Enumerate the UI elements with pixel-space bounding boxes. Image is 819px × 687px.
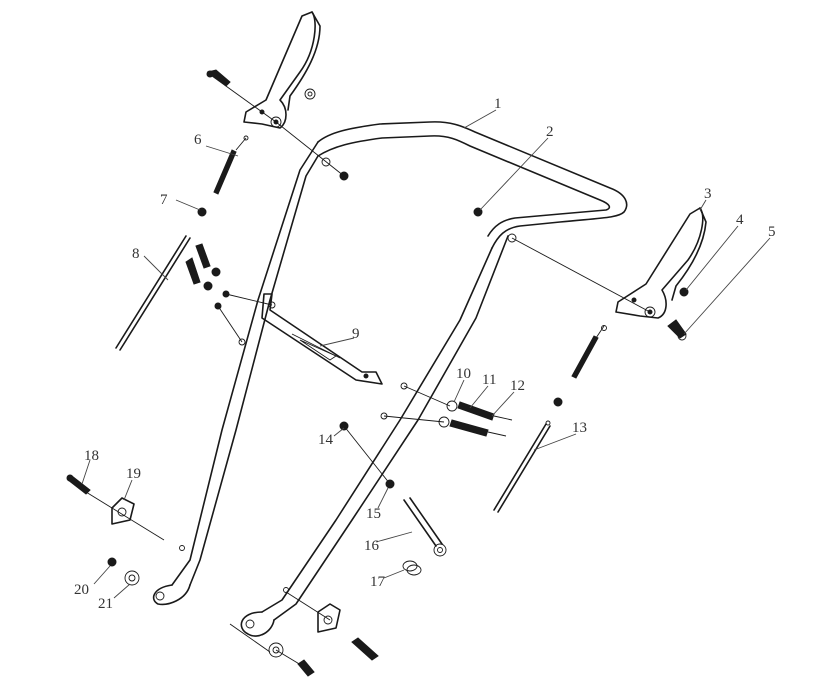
callout-2: 2 <box>546 124 554 140</box>
bottom-washer <box>268 642 284 658</box>
callout-15: 15 <box>366 506 381 522</box>
callout-7: 7 <box>160 192 168 208</box>
leader-lines <box>81 109 771 599</box>
left-handle-bracket <box>243 11 321 129</box>
part-17-spacer <box>402 560 422 576</box>
callout-14: 14 <box>318 432 334 448</box>
callout-19: 19 <box>126 466 141 482</box>
part-13-rod <box>493 420 551 513</box>
part-21-washer <box>124 570 140 586</box>
part-16-pin <box>403 497 447 557</box>
callout-12: 12 <box>510 378 525 394</box>
part-6-threaded-rod <box>213 135 249 195</box>
callout-3: 3 <box>704 186 712 202</box>
part-8-rod <box>115 235 191 351</box>
callout-labels: 1 2 3 4 5 6 7 8 9 10 11 12 13 14 15 16 1… <box>74 96 776 612</box>
callout-1: 1 <box>494 96 502 112</box>
callout-21: 21 <box>98 596 113 612</box>
bottom-bolt <box>351 637 379 661</box>
handle-nut <box>339 171 349 181</box>
callout-11: 11 <box>482 372 496 388</box>
part-20-bolt <box>107 557 117 567</box>
part-9-bracket <box>261 293 383 385</box>
part-5-bolt <box>667 319 687 339</box>
callout-10: 10 <box>456 366 471 382</box>
callout-9: 9 <box>352 326 360 342</box>
fastener-group-10-12 <box>383 385 513 437</box>
callout-13: 13 <box>572 420 587 436</box>
callout-8: 8 <box>132 246 140 262</box>
callout-6: 6 <box>194 132 202 148</box>
main-handle <box>152 121 628 637</box>
top-right-nut <box>304 88 316 100</box>
part-15-nut <box>385 479 395 489</box>
callout-17: 17 <box>370 574 386 590</box>
part-13-nut <box>553 397 563 407</box>
right-handle-bracket <box>615 207 707 319</box>
bottom-right-clip <box>317 603 341 633</box>
left-bolt-group <box>185 243 273 343</box>
callout-20: 20 <box>74 582 89 598</box>
part-18-bolt <box>66 474 91 495</box>
right-upper-cable <box>571 325 607 379</box>
callout-16: 16 <box>364 538 380 554</box>
callout-5: 5 <box>768 224 776 240</box>
top-left-bolt <box>206 69 277 123</box>
callout-18: 18 <box>84 448 99 464</box>
part-19-clip <box>111 497 135 525</box>
callout-4: 4 <box>736 212 744 228</box>
